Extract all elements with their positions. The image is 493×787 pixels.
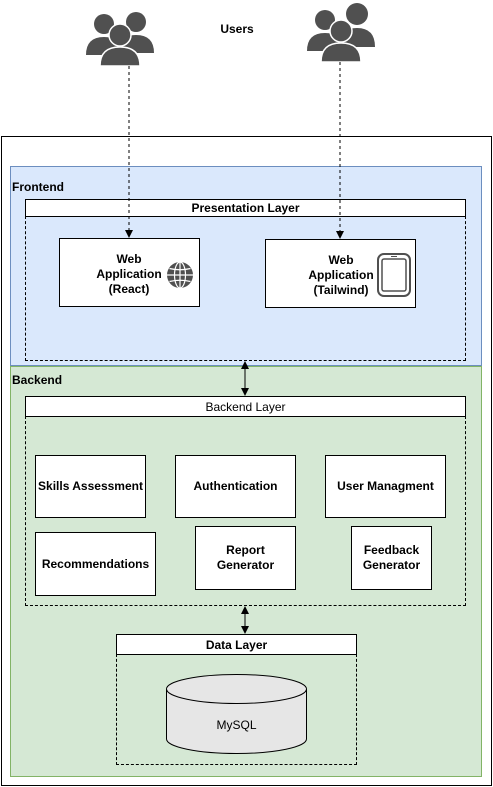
presentation-layer-header: Presentation Layer xyxy=(25,199,466,217)
users-group-icon-right xyxy=(307,3,375,62)
web-app-tailwind-line1: Web xyxy=(328,252,354,267)
web-app-react-box: Web Application (React) xyxy=(59,238,200,307)
report-generator-box: Report Generator xyxy=(195,526,296,590)
backend-title: Backend xyxy=(12,373,63,387)
database-label: MySQL xyxy=(216,718,257,732)
web-app-tailwind-line3: (Tailwind) xyxy=(313,282,369,297)
recommendations-box: Recommendations xyxy=(35,532,156,596)
report-generator-line2: Generator xyxy=(216,558,275,572)
feedback-generator-line2: Generator xyxy=(362,558,421,572)
web-app-react-line1: Web xyxy=(116,251,142,266)
report-generator-line1: Report xyxy=(226,543,265,557)
web-app-react-line3: (React) xyxy=(108,281,150,296)
feedback-generator-box: Feedback Generator xyxy=(351,526,432,590)
web-app-tailwind-box: Web Application (Tailwind) xyxy=(265,239,416,308)
feedback-generator-line1: Feedback xyxy=(363,543,420,557)
users-group-icon-left xyxy=(86,12,154,66)
web-app-react-label: Web Application (React) xyxy=(90,251,168,297)
database-cylinder-icon xyxy=(166,674,307,754)
globe-icon xyxy=(167,261,193,289)
skills-assessment-box: Skills Assessment xyxy=(35,455,146,518)
users-label: Users xyxy=(220,22,254,36)
tablet-icon xyxy=(377,253,411,297)
web-app-tailwind-label: Web Application (Tailwind) xyxy=(300,252,382,298)
user-management-box: User Managment xyxy=(325,455,446,518)
backend-layer-header: Backend Layer xyxy=(25,396,466,417)
data-layer-header: Data Layer xyxy=(116,634,357,655)
web-app-react-line2: Application xyxy=(96,266,162,281)
frontend-title: Frontend xyxy=(12,180,64,194)
authentication-box: Authentication xyxy=(175,455,296,518)
web-app-tailwind-line2: Application xyxy=(308,267,374,282)
